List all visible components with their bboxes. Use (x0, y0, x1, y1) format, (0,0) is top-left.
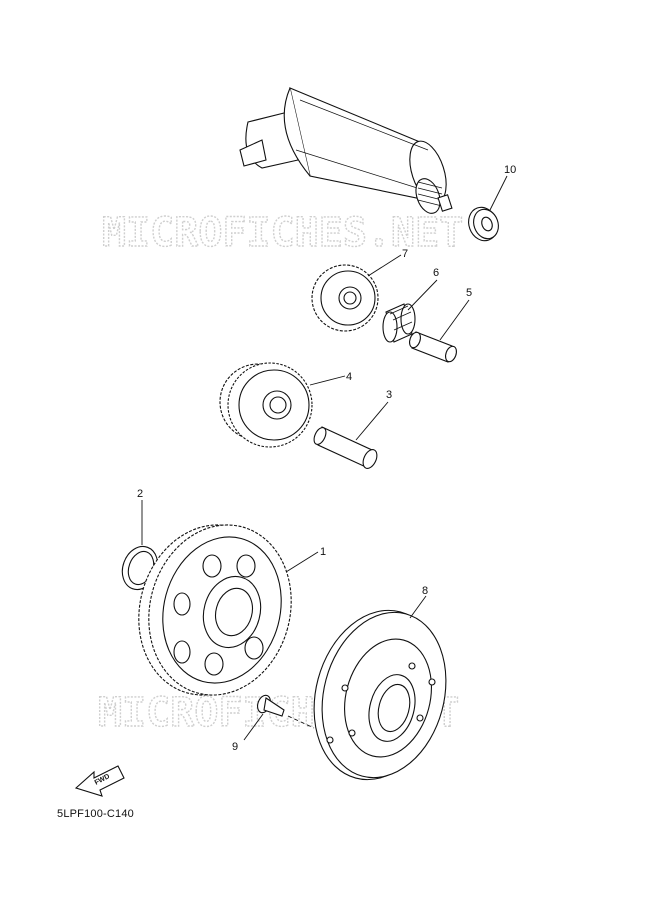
callout-3: 3 (386, 389, 392, 401)
part-3-shaft: 3 (313, 389, 392, 469)
part-5-shaft: 5 (409, 287, 472, 363)
callout-6: 6 (433, 267, 439, 279)
part-9-bolt: 9 (232, 694, 315, 753)
callout-2: 2 (137, 488, 143, 500)
callout-4: 4 (346, 371, 352, 383)
callout-8: 8 (422, 585, 428, 597)
callout-9: 9 (232, 741, 238, 753)
callout-5: 5 (466, 287, 472, 299)
diagram-reference-code: 5LPF100-C140 (57, 808, 135, 820)
watermark-top: MICROFICHES.NET (102, 210, 463, 256)
callout-10: 10 (504, 164, 516, 176)
part-6-needle-bearing: 6 (382, 267, 439, 343)
part-8-starter-clutch: 8 (313, 585, 447, 781)
part-7-idler-gear: 7 (311, 248, 408, 332)
callout-1: 1 (320, 546, 326, 558)
part-4-double-gear: 4 (219, 362, 352, 448)
part-1-starter-wheel-gear: 1 (138, 524, 326, 696)
fwd-arrow-icon: FWD (74, 765, 125, 797)
starter-motor (239, 87, 453, 214)
callout-7: 7 (402, 248, 408, 260)
part-10-bearing: 10 (468, 164, 516, 242)
